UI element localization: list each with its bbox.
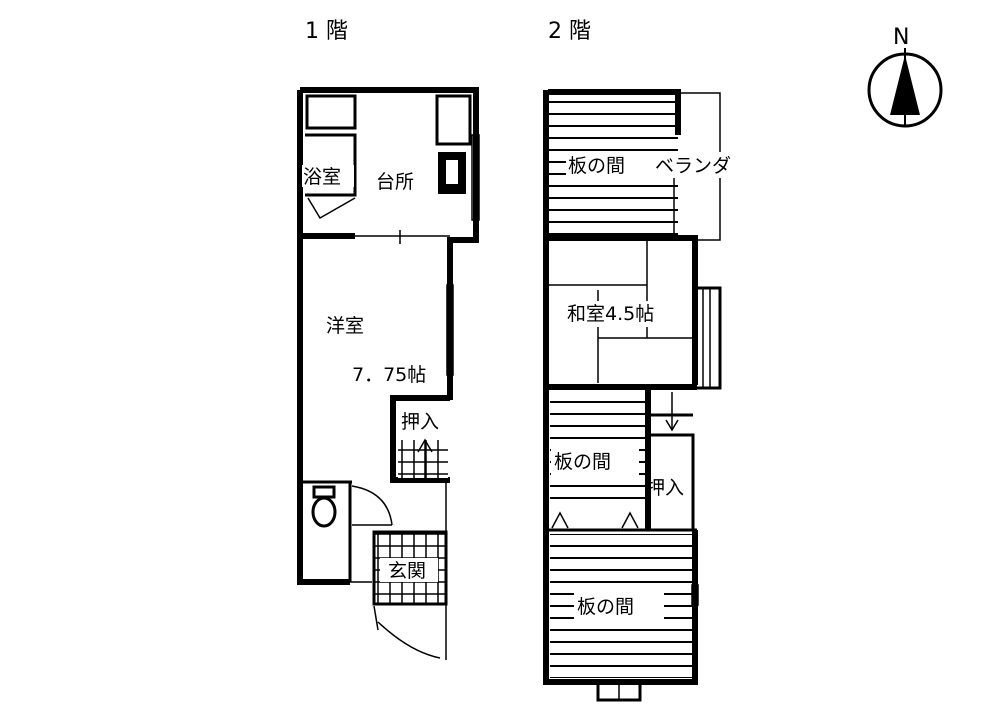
room-label-veranda: ベランダ xyxy=(655,155,731,177)
sink-icon xyxy=(435,94,472,146)
compass-label: N xyxy=(893,25,909,50)
room-label-entrance: 玄関 xyxy=(388,560,426,582)
room-label-bath: 浴室 xyxy=(303,166,341,188)
room-label-middle-wood: 板の間 xyxy=(554,451,611,473)
room-label-bottom-wood: 板の間 xyxy=(577,596,634,618)
room-label-western: 洋室 xyxy=(326,315,364,337)
step-marker-icon xyxy=(551,511,639,529)
door-swing-icon xyxy=(307,197,356,220)
floor1-header: 1 階 xyxy=(305,19,348,44)
north-arrow-icon: N xyxy=(867,25,943,128)
window xyxy=(446,284,454,376)
stairs-arrow-icon xyxy=(417,438,433,453)
room-label-top-wood: 板の間 xyxy=(568,155,625,177)
room-label-kitchen: 台所 xyxy=(376,171,414,193)
room-label-closet: 押入 xyxy=(401,411,439,433)
room-size-western: 7．75帖 xyxy=(352,364,426,386)
door-swing-icon xyxy=(373,605,441,659)
floor2-plan: 板の間 ベランダ 和室4.5帖 板の間 押入 板の間 xyxy=(543,89,746,702)
room-label-japanese: 和室4.5帖 xyxy=(567,303,654,325)
bathtub-icon xyxy=(305,94,357,130)
floor1-plan: 浴室 台所 洋室 7．75帖 押入 玄関 xyxy=(297,87,480,660)
floor2-header: 2 階 xyxy=(548,19,591,44)
stairs-arrow-icon xyxy=(665,419,679,432)
toilet-icon xyxy=(311,496,337,528)
window xyxy=(471,134,480,221)
room-label-closet-2f: 押入 xyxy=(646,477,684,499)
door-swing-icon xyxy=(351,485,393,526)
